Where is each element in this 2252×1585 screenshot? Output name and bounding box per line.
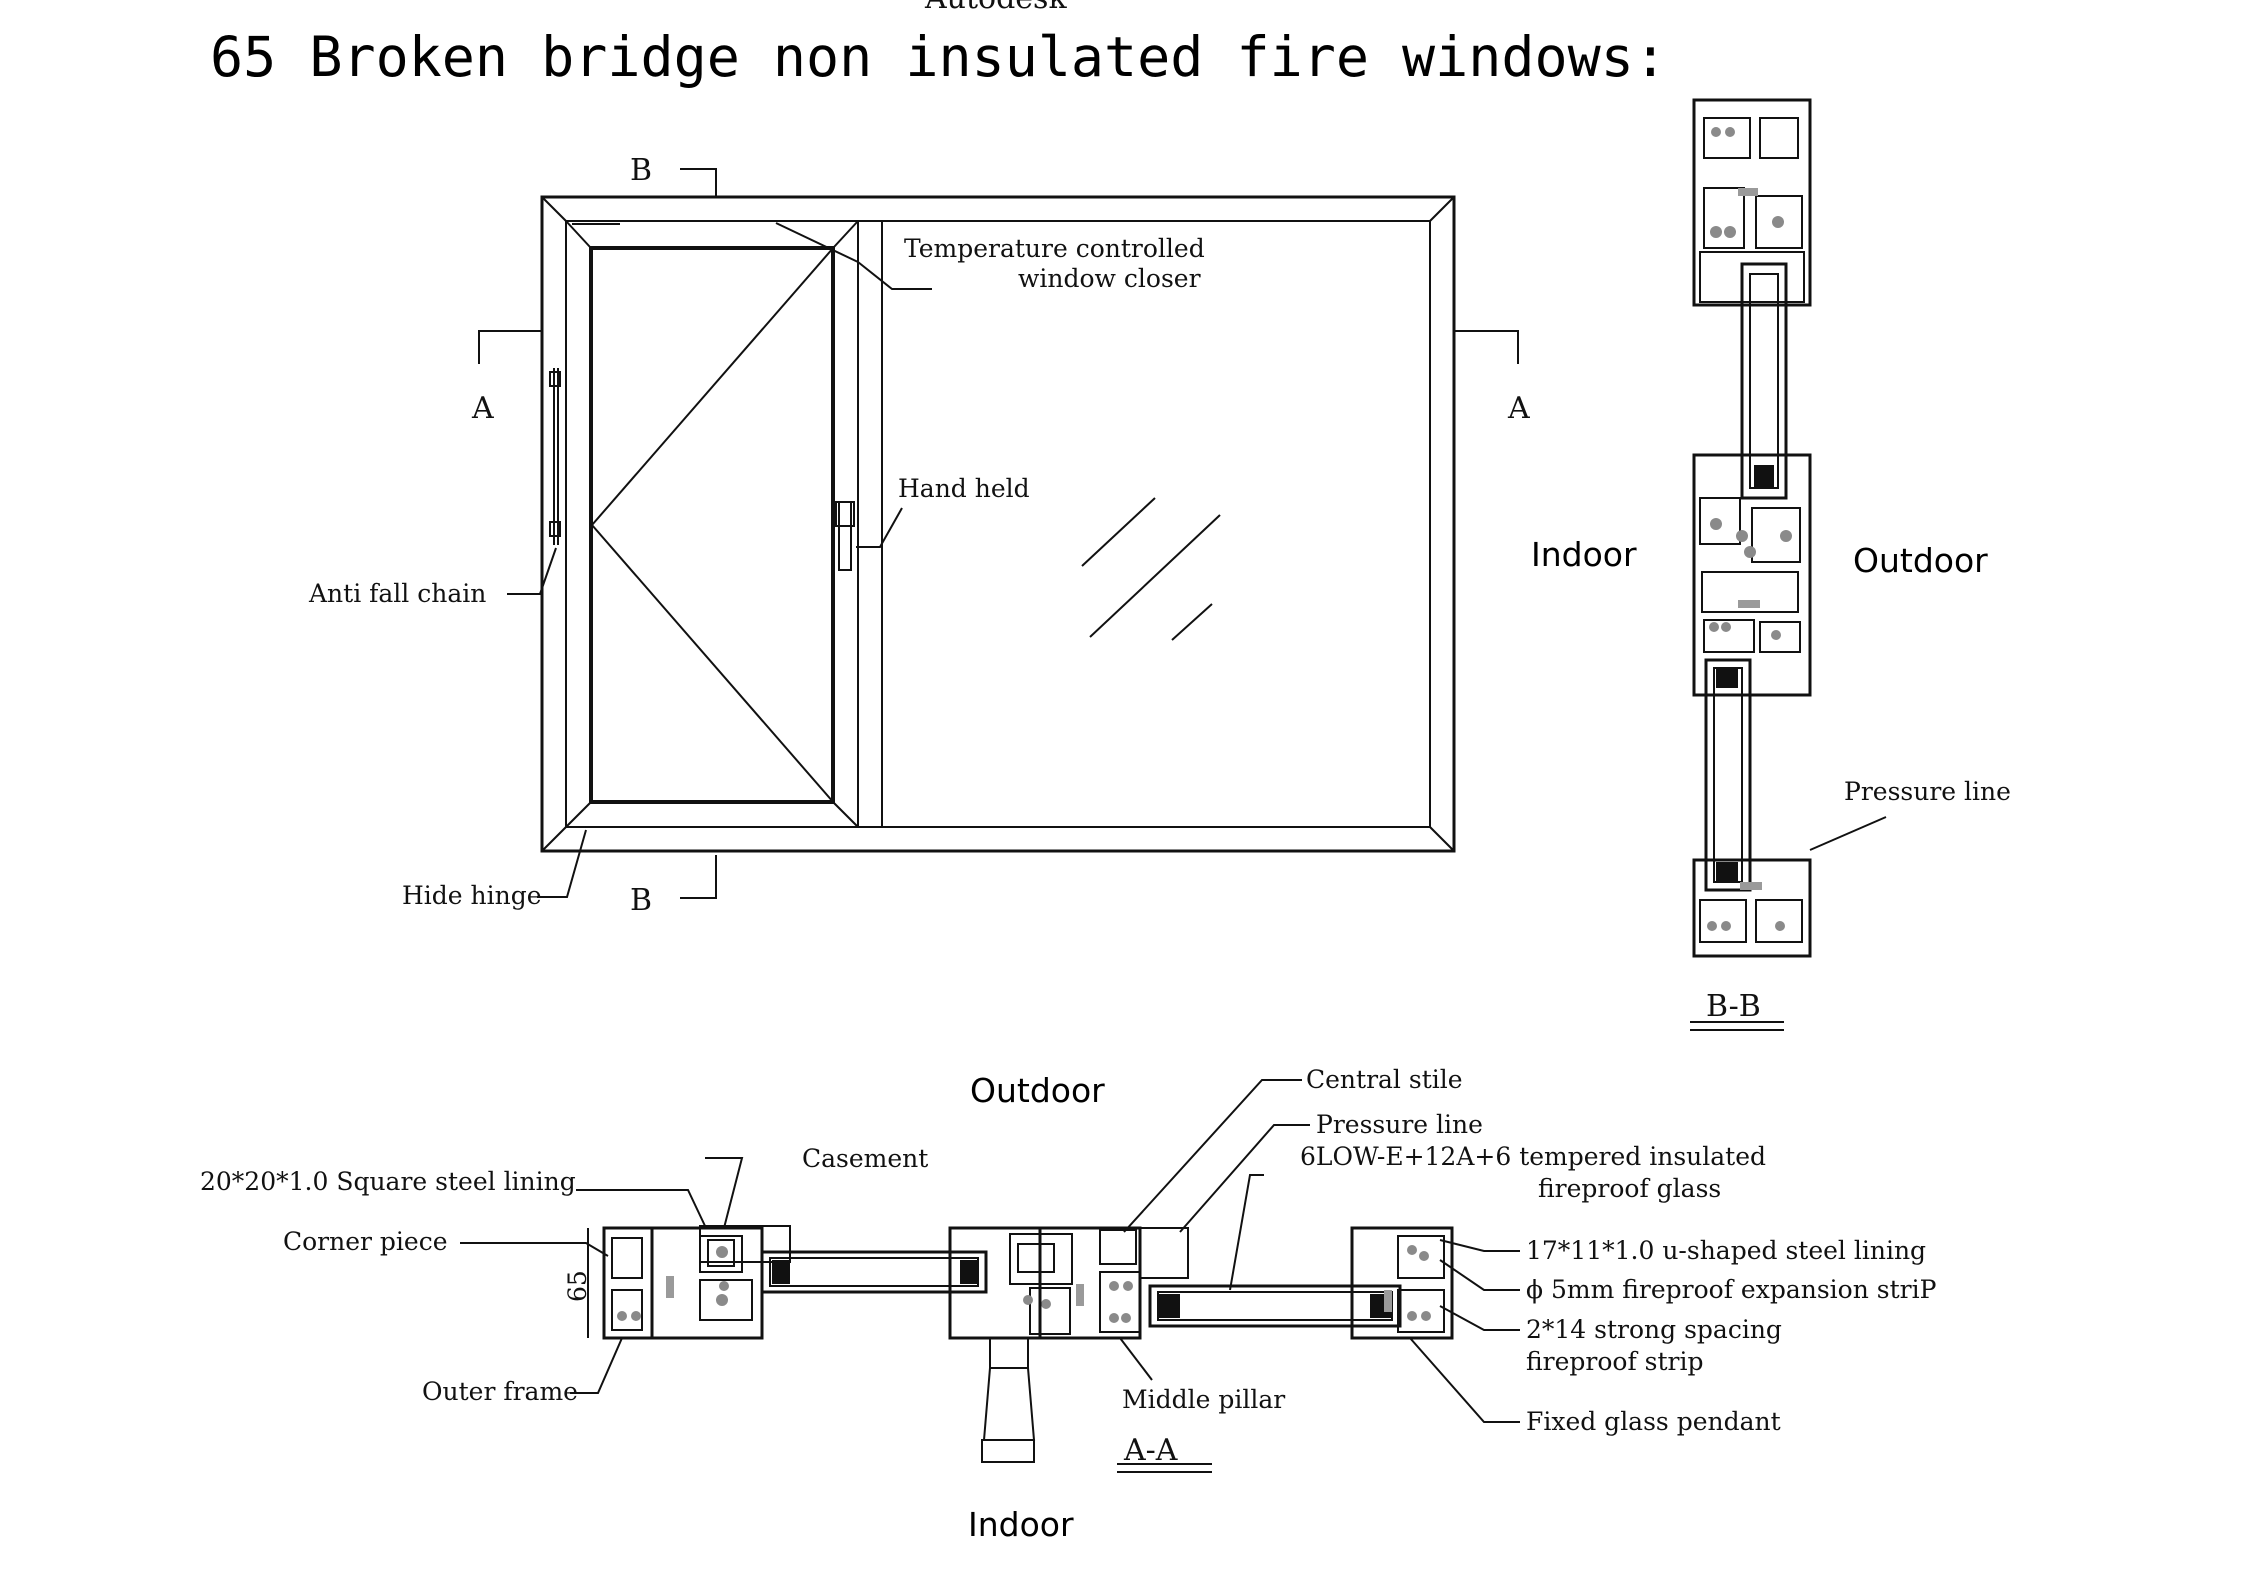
bb-top-glass [1740, 262, 1788, 500]
aa-label-fixed-glass-pendant: Fixed glass pendant [1526, 1407, 1781, 1436]
aa-label-middle-pillar: Middle pillar [1122, 1385, 1285, 1414]
section-mark-a-left: A [471, 391, 494, 426]
opening-indicator-top [591, 246, 835, 526]
drawing-title: 65 Broken bridge non insulated fire wind… [210, 25, 1667, 89]
aa-indoor-label: Indoor [968, 1505, 1074, 1544]
aa-label-u-steel: 17*11*1.0 u-shaped steel lining [1526, 1236, 1926, 1265]
aa-caption: A-A [1123, 1433, 1178, 1468]
section-aa: Outdoor Indoor A-A 65 Casement 20*20*1.0… [200, 1065, 1936, 1544]
aa-label-spacing-1: 2*14 strong spacing [1526, 1315, 1782, 1344]
outer-frame-inner [565, 220, 1431, 828]
bb-pressure-line-label: Pressure line [1844, 777, 2011, 806]
bb-indoor-label: Indoor [1531, 535, 1637, 574]
aa-label-casement: Casement [802, 1144, 928, 1173]
aa-label-outer-frame: Outer frame [422, 1377, 578, 1406]
aa-outdoor-label: Outdoor [970, 1071, 1105, 1110]
label-anti-fall-chain: Anti fall chain [308, 579, 486, 608]
aa-label-square-steel: 20*20*1.0 Square steel lining [200, 1167, 576, 1196]
label-temperature-closer-2: window closer [1018, 264, 1201, 293]
window-elevation: B B A A Temperature controlled window cl… [308, 153, 1530, 918]
bb-bottom-glass [1704, 658, 1752, 892]
bb-top-profile [1692, 98, 1812, 307]
outer-frame-outline [540, 195, 1456, 853]
section-mark-a-right: A [1507, 391, 1530, 426]
bb-bottom-profile [1692, 858, 1812, 958]
aa-handle-icon [989, 1337, 1029, 1369]
glass-hatch [1081, 497, 1156, 567]
sash-outer [589, 246, 835, 804]
section-mark-b-top: B [630, 153, 652, 188]
aa-label-pressure-line: Pressure line [1316, 1110, 1483, 1139]
label-hide-hinge: Hide hinge [402, 881, 542, 910]
aa-label-spacing-2: fireproof strip [1526, 1347, 1704, 1376]
aa-label-corner-piece: Corner piece [283, 1227, 448, 1256]
aa-label-glass-2: fireproof glass [1538, 1174, 1721, 1203]
section-bb: Indoor Outdoor Pressure line B-B [1531, 98, 2011, 1031]
label-hand-held: Hand held [898, 474, 1030, 503]
aa-right-glass [1148, 1284, 1402, 1328]
aa-label-glass-1: 6LOW-E+12A+6 tempered insulated [1300, 1142, 1766, 1171]
handle-icon [838, 501, 852, 571]
aa-dimension: 65 [563, 1270, 592, 1302]
aa-label-expansion-strip: ϕ 5mm fireproof expansion striP [1526, 1275, 1936, 1304]
label-temperature-closer-1: Temperature controlled [904, 234, 1205, 263]
header-partial: Autodesk [924, 0, 1067, 16]
aa-left-glass [760, 1250, 988, 1294]
bb-caption: B-B [1706, 989, 1761, 1024]
bb-middle-profile [1692, 453, 1812, 697]
aa-right-frame [1350, 1226, 1454, 1340]
section-mark-b-bottom: B [630, 883, 652, 918]
aa-label-central-stile: Central stile [1306, 1065, 1463, 1094]
opening-indicator-bottom [591, 524, 835, 804]
bb-outdoor-label: Outdoor [1853, 541, 1988, 580]
